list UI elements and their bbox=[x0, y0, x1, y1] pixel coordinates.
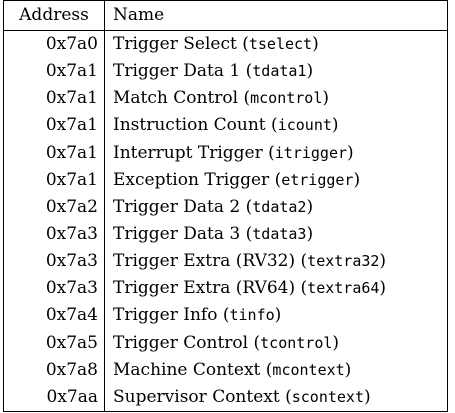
table-row: 0x7a5 Trigger Control (tcontrol) bbox=[3, 329, 448, 357]
name-cell: Trigger Info (tinfo) bbox=[104, 302, 448, 330]
csr-mnemonic: textra32 bbox=[307, 252, 380, 271]
name-cell: Machine Context (mcontext) bbox=[104, 356, 448, 384]
name-cell: Supervisor Context (scontext) bbox=[104, 383, 448, 412]
address-cell: 0x7a1 bbox=[3, 85, 105, 113]
address-cell: 0x7aa bbox=[3, 383, 105, 412]
name-cell: Trigger Extra (RV32) (textra32) bbox=[104, 248, 448, 276]
table-row: 0x7a1 Interrupt Trigger (itrigger) bbox=[3, 139, 448, 167]
register-name: Machine Context bbox=[113, 359, 261, 380]
csr-mnemonic: tdata3 bbox=[252, 225, 307, 244]
register-name: Trigger Info bbox=[113, 305, 218, 326]
table-row: 0x7a1 Match Control (mcontrol) bbox=[3, 85, 448, 113]
register-name: Supervisor Context bbox=[113, 386, 280, 407]
table-row: 0x7a2 Trigger Data 2 (tdata2) bbox=[3, 193, 448, 221]
csr-mnemonic: tselect bbox=[248, 35, 313, 54]
csr-mnemonic: textra64 bbox=[307, 279, 380, 298]
register-name: Trigger Data 2 bbox=[113, 196, 241, 217]
table-row: 0x7a1 Instruction Count (icount) bbox=[3, 112, 448, 140]
address-cell: 0x7a3 bbox=[3, 220, 105, 249]
table-row: 0x7a4 Trigger Info (tinfo) bbox=[3, 302, 448, 330]
address-cell: 0x7a2 bbox=[3, 193, 105, 221]
csr-mnemonic: icount bbox=[277, 116, 332, 135]
csr-mnemonic: scontext bbox=[291, 387, 364, 406]
csr-table: Address Name 0x7a0 Trigger Select (tsele… bbox=[3, 0, 448, 412]
register-name: Trigger Control bbox=[113, 332, 249, 353]
register-name: Trigger Data 1 bbox=[113, 61, 241, 82]
register-name: Trigger Select bbox=[113, 34, 237, 55]
register-name: Trigger Extra (RV32) bbox=[113, 251, 296, 272]
address-cell: 0x7a1 bbox=[3, 112, 105, 140]
csr-mnemonic: tdata2 bbox=[252, 197, 307, 216]
name-cell: Instruction Count (icount) bbox=[104, 112, 448, 140]
register-name: Trigger Data 3 bbox=[113, 224, 241, 245]
name-cell: Match Control (mcontrol) bbox=[104, 85, 448, 113]
name-cell: Exception Trigger (etrigger) bbox=[104, 166, 448, 194]
name-cell: Trigger Data 3 (tdata3) bbox=[104, 220, 448, 249]
register-name: Trigger Extra (RV64) bbox=[113, 278, 296, 299]
register-name: Exception Trigger bbox=[113, 169, 270, 190]
column-header-address: Address bbox=[3, 0, 105, 31]
address-cell: 0x7a4 bbox=[3, 302, 105, 330]
address-cell: 0x7a1 bbox=[3, 58, 105, 86]
name-cell: Trigger Control (tcontrol) bbox=[104, 329, 448, 357]
address-cell: 0x7a0 bbox=[3, 30, 105, 59]
table-body: 0x7a0 Trigger Select (tselect) 0x7a1 Tri… bbox=[3, 30, 448, 412]
register-name: Interrupt Trigger bbox=[113, 142, 263, 163]
csr-mnemonic: tcontrol bbox=[260, 333, 333, 352]
address-cell: 0x7a3 bbox=[3, 248, 105, 276]
name-cell: Interrupt Trigger (itrigger) bbox=[104, 139, 448, 167]
table-row: 0x7a0 Trigger Select (tselect) bbox=[3, 30, 448, 59]
address-cell: 0x7a3 bbox=[3, 275, 105, 303]
address-cell: 0x7a5 bbox=[3, 329, 105, 357]
address-cell: 0x7a8 bbox=[3, 356, 105, 384]
table-row: 0x7a1 Exception Trigger (etrigger) bbox=[3, 166, 448, 194]
table-row: 0x7a3 Trigger Data 3 (tdata3) bbox=[3, 220, 448, 249]
table-row: 0x7aa Supervisor Context (scontext) bbox=[3, 383, 448, 412]
csr-mnemonic: itrigger bbox=[274, 143, 348, 162]
table-row: 0x7a8 Machine Context (mcontext) bbox=[3, 356, 448, 384]
csr-mnemonic: etrigger bbox=[281, 170, 354, 189]
table-row: 0x7a3 Trigger Extra (RV32) (textra32) bbox=[3, 248, 448, 276]
csr-mnemonic: mcontext bbox=[272, 360, 345, 379]
csr-mnemonic: tinfo bbox=[229, 306, 275, 325]
csr-mnemonic: mcontrol bbox=[250, 89, 323, 108]
name-cell: Trigger Data 1 (tdata1) bbox=[104, 58, 448, 86]
table-row: 0x7a1 Trigger Data 1 (tdata1) bbox=[3, 58, 448, 86]
csr-table-container: Address Name 0x7a0 Trigger Select (tsele… bbox=[3, 0, 448, 412]
name-cell: Trigger Data 2 (tdata2) bbox=[104, 193, 448, 221]
table-header-row: Address Name bbox=[3, 0, 448, 31]
table-row: 0x7a3 Trigger Extra (RV64) (textra64) bbox=[3, 275, 448, 303]
column-header-name: Name bbox=[104, 0, 448, 31]
csr-mnemonic: tdata1 bbox=[252, 62, 307, 81]
name-cell: Trigger Extra (RV64) (textra64) bbox=[104, 275, 448, 303]
register-name: Instruction Count bbox=[113, 115, 266, 136]
address-cell: 0x7a1 bbox=[3, 139, 105, 167]
register-name: Match Control bbox=[113, 88, 239, 109]
name-cell: Trigger Select (tselect) bbox=[104, 30, 448, 59]
address-cell: 0x7a1 bbox=[3, 166, 105, 194]
